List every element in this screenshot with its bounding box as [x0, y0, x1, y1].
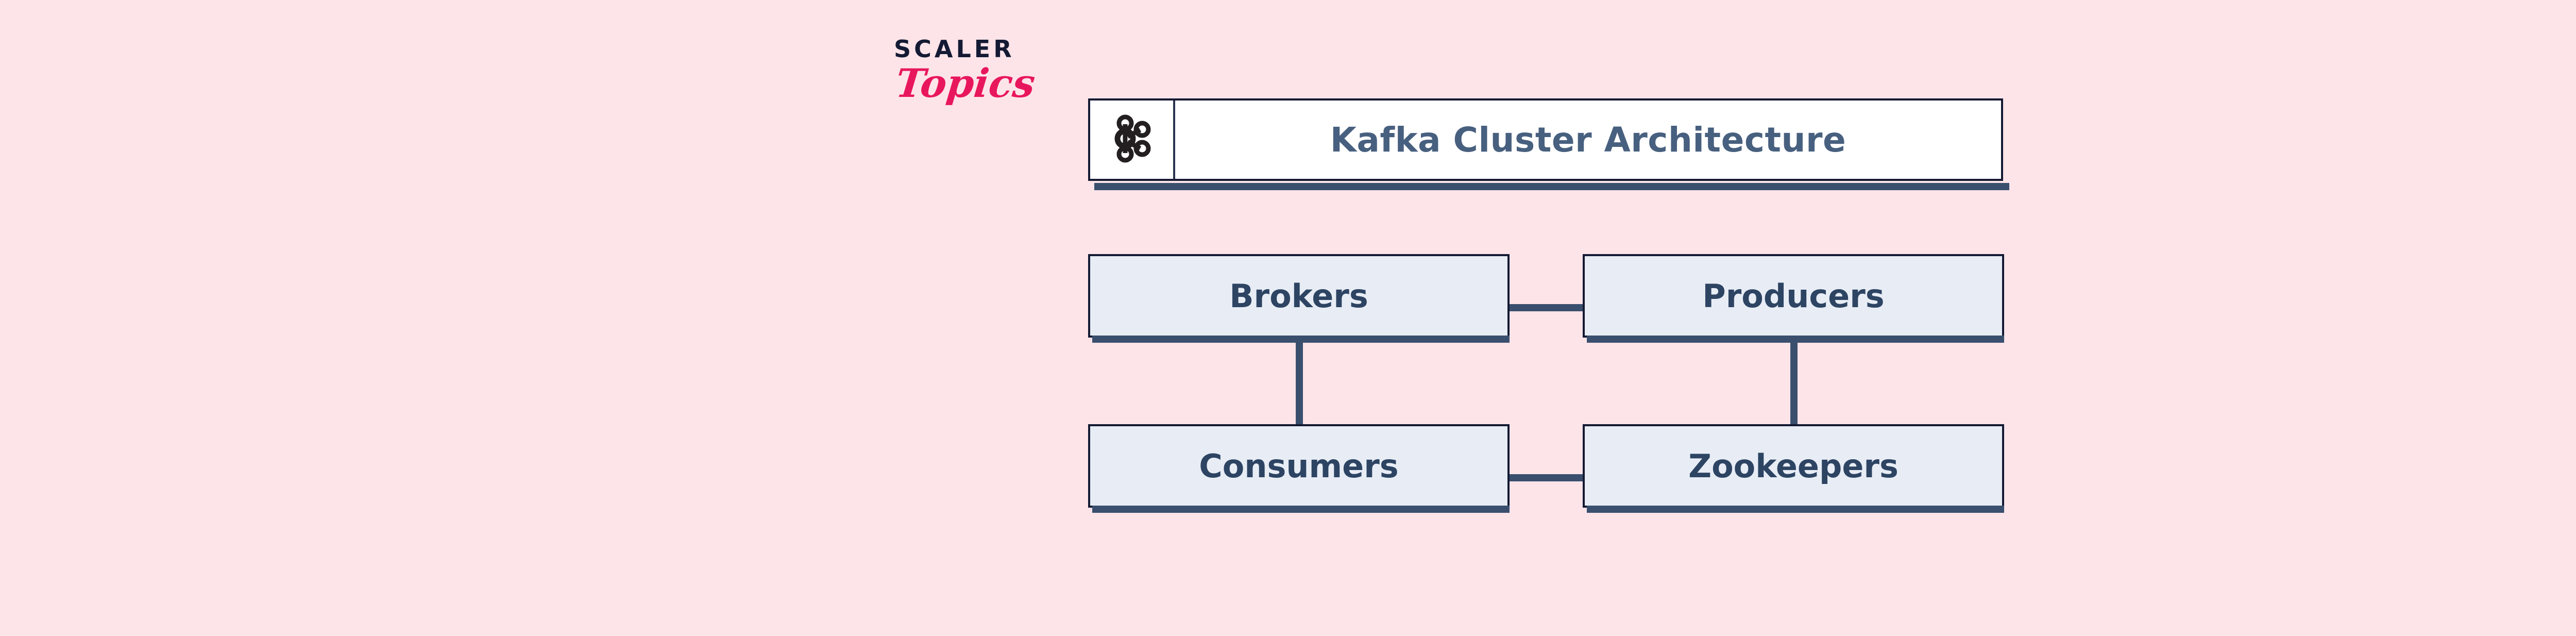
page-title: Kafka Cluster Architecture: [1330, 120, 1846, 160]
connector-consumers-zookeepers: [1510, 474, 1585, 481]
brand-wordmark-scaler: SCALER: [894, 35, 1015, 63]
connector-brokers-consumers: [1296, 338, 1303, 425]
node-brokers: Brokers: [1088, 254, 1510, 343]
node-consumers-label: Consumers: [1199, 447, 1399, 485]
node-zookeepers-label: Zookeepers: [1688, 447, 1899, 485]
diagram-title-bar: Kafka Cluster Architecture: [1088, 98, 2009, 190]
node-producers-label: Producers: [1702, 277, 1885, 315]
title-text-cell: Kafka Cluster Architecture: [1175, 101, 2001, 179]
connector-producers-zookeepers: [1790, 338, 1798, 425]
node-consumers: Consumers: [1088, 424, 1510, 513]
connector-brokers-producers: [1510, 304, 1585, 311]
title-icon-cell: [1090, 101, 1175, 179]
scaler-topics-logo: SCALER Topics: [893, 35, 1037, 130]
kafka-logo-icon: [1112, 114, 1151, 165]
node-producers: Producers: [1583, 254, 2004, 343]
node-brokers-label: Brokers: [1229, 277, 1368, 315]
node-zookeepers: Zookeepers: [1583, 424, 2004, 513]
